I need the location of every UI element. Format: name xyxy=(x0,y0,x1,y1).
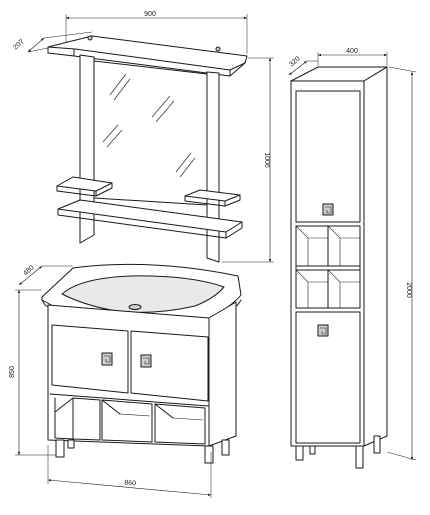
vanity-height-label: 850 xyxy=(9,366,16,378)
vanity-dimensions: 480 850 860 xyxy=(9,264,212,498)
cabinet-side xyxy=(363,66,388,447)
vanity-depth-dim-line xyxy=(18,265,43,286)
mirror-dimensions: 900 207 1006 xyxy=(12,11,274,263)
vanity-leg-front-left xyxy=(55,439,65,458)
tall-cabinet xyxy=(290,66,388,469)
cabinet-depth-dim-line xyxy=(288,60,308,76)
upper-door-handle-icon xyxy=(322,203,334,216)
lower-door-handle-icon xyxy=(317,324,329,337)
mirror-left-post xyxy=(79,54,95,244)
cabinet-dimensions: 400 320 2000 xyxy=(288,48,417,461)
mirror-top-shelf xyxy=(47,35,248,71)
mirror-unit xyxy=(47,35,248,263)
vanity-compartment-middle xyxy=(101,399,153,443)
cabinet-leg-front-left xyxy=(295,445,304,461)
cabinet-leg-back-right xyxy=(373,435,381,454)
mirror-right-post xyxy=(206,71,220,263)
mirror-depth-label: 207 xyxy=(12,38,25,51)
mirror-width-label: 900 xyxy=(144,11,156,18)
vanity-unit xyxy=(41,263,242,464)
vanity-width-label: 860 xyxy=(124,479,136,487)
right-door-handle-icon xyxy=(140,354,152,368)
left-door-handle-icon xyxy=(101,352,113,366)
cabinet-leg-front-right xyxy=(355,445,364,469)
cabinet-leg-back-left xyxy=(309,445,316,455)
cabinet-width-label: 400 xyxy=(346,48,358,55)
mirror-depth-dim-line xyxy=(27,37,45,53)
vanity-depth-label: 480 xyxy=(22,264,35,277)
basin-drain xyxy=(128,304,142,310)
vanity-compartment-left xyxy=(72,397,101,441)
mirror-height-label: 1006 xyxy=(263,152,270,168)
vanity-left-door xyxy=(51,324,129,394)
vanity-width-dim-line xyxy=(47,479,212,496)
vanity-leg-back-left xyxy=(67,439,75,449)
vanity-leg-front-right xyxy=(204,445,214,464)
vanity-leg-back-right xyxy=(221,439,230,456)
cabinet-upper-door xyxy=(295,90,361,223)
cabinet-height-label: 2000 xyxy=(405,282,412,298)
vanity-right-door xyxy=(130,330,209,402)
